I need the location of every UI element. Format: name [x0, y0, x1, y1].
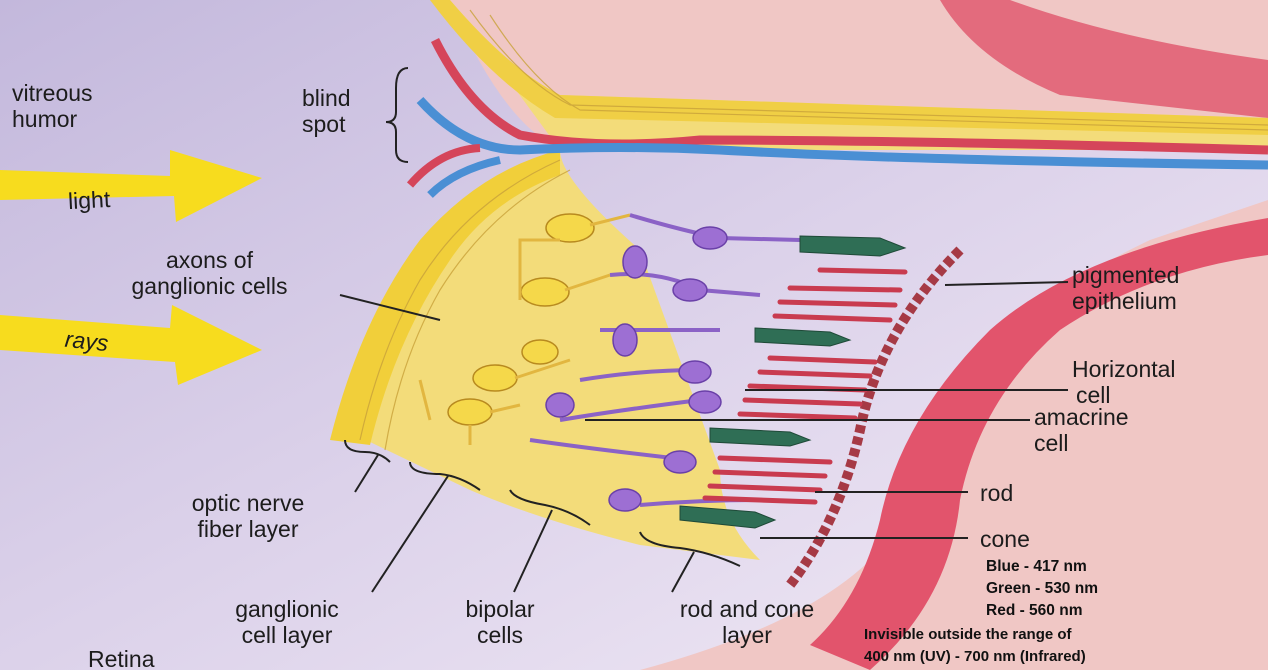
- cone-label: cone: [980, 526, 1030, 552]
- range-note-line1: Invisible outside the range of: [864, 624, 1086, 646]
- amacrine-line1: amacrine: [1034, 404, 1129, 430]
- pigmented-epithelium-label: pigmented epithelium: [1072, 262, 1179, 314]
- wavelength-blue: Blue - 417 nm: [986, 556, 1098, 578]
- amacrine-cell-label: amacrine cell: [1034, 404, 1129, 456]
- wavelength-red: Red - 560 nm: [986, 600, 1098, 622]
- optic-nerve-line1: optic nerve: [148, 490, 348, 516]
- optic-nerve-line2: fiber layer: [148, 516, 348, 542]
- visible-range-note: Invisible outside the range of 400 nm (U…: [864, 624, 1086, 668]
- bipolar-cells-label: bipolar cells: [440, 596, 560, 648]
- optic-nerve-fiber-layer-label: optic nerve fiber layer: [148, 490, 348, 542]
- blind-spot-line2: spot: [302, 111, 351, 137]
- light-label: light: [67, 186, 111, 214]
- rod-label: rod: [980, 480, 1013, 506]
- pigmented-line1: pigmented: [1072, 262, 1179, 288]
- blind-spot-label: blind spot: [302, 85, 351, 137]
- wavelength-list: Blue - 417 nm Green - 530 nm Red - 560 n…: [986, 556, 1098, 622]
- retina-caption: Retina: [88, 646, 154, 670]
- horizontal-cell-label: Horizontal cell: [1072, 356, 1176, 408]
- axons-line2: ganglionic cells: [82, 273, 337, 299]
- rod-cone-line2: layer: [632, 622, 862, 648]
- rays-label: rays: [64, 326, 110, 356]
- rod-cone-line1: rod and cone: [632, 596, 862, 622]
- blind-spot-line1: blind: [302, 85, 351, 111]
- bipolar-line2: cells: [440, 622, 560, 648]
- ganglionic-cell-layer-label: ganglionic cell layer: [212, 596, 362, 648]
- ganglionic-line1: ganglionic: [212, 596, 362, 622]
- axons-label: axons of ganglionic cells: [82, 247, 337, 299]
- amacrine-line2: cell: [1034, 430, 1129, 456]
- horizontal-line1: Horizontal: [1072, 356, 1176, 382]
- rod-and-cone-layer-label: rod and cone layer: [632, 596, 862, 648]
- axons-line1: axons of: [82, 247, 337, 273]
- wavelength-green: Green - 530 nm: [986, 578, 1098, 600]
- range-note-line2: 400 nm (UV) - 700 nm (Infrared): [864, 646, 1086, 668]
- ganglionic-line2: cell layer: [212, 622, 362, 648]
- pigmented-line2: epithelium: [1072, 288, 1179, 314]
- bipolar-line1: bipolar: [440, 596, 560, 622]
- vitreous-humor-line1: vitreous: [12, 80, 93, 106]
- vitreous-humor-line2: humor: [12, 106, 93, 132]
- vitreous-humor-label: vitreous humor: [12, 80, 93, 132]
